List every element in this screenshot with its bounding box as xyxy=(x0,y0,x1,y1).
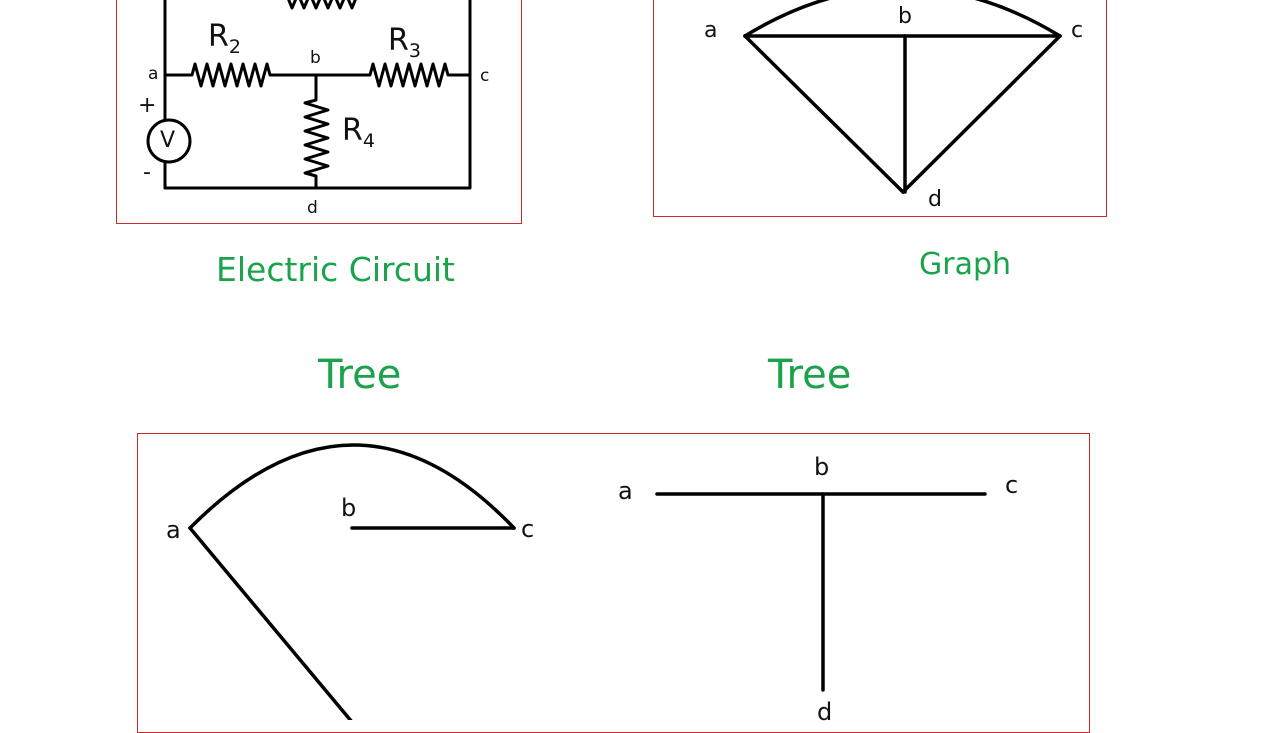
graph-edge-ad xyxy=(743,34,905,194)
resistor-r3-label: R3 xyxy=(388,23,421,62)
tree1-edge-arc-ac xyxy=(188,443,516,530)
resistor-r1-top xyxy=(287,0,357,10)
tree1-node-b-label: b xyxy=(341,494,357,522)
tree1-drawing xyxy=(188,443,516,720)
resistor-r2 xyxy=(163,62,318,88)
tree2-title: Tree xyxy=(768,352,852,398)
circuit-node-a-label: a xyxy=(148,64,159,84)
source-symbol: V xyxy=(160,128,176,153)
circuit-top-wire xyxy=(163,0,472,77)
tree2-node-a-label: a xyxy=(618,477,633,505)
graph-drawing xyxy=(743,0,1062,194)
graph-node-d-label: d xyxy=(928,187,942,212)
tree2-node-b-label: b xyxy=(814,453,830,481)
circuit-bottom-wire xyxy=(163,73,472,190)
circuit-node-d-label: d xyxy=(307,198,318,218)
circuit-node-b-label: b xyxy=(310,48,321,68)
circuit-caption: Electric Circuit xyxy=(216,250,455,289)
graph-node-c-label: c xyxy=(1071,18,1084,43)
graph-caption: Graph xyxy=(919,247,1012,282)
tree1-edge-ad xyxy=(188,526,353,720)
tree1-node-c-label: c xyxy=(521,515,535,543)
voltage-source xyxy=(146,118,192,164)
tree2-node-d-label: d xyxy=(817,698,833,726)
graph-frame xyxy=(653,0,1107,217)
graph-edge-arc-ac xyxy=(743,0,1062,38)
source-plus-sign: + xyxy=(138,93,157,118)
circuit-node-c-label: c xyxy=(480,66,490,86)
tree1-title: Tree xyxy=(318,352,402,398)
graph-node-a-label: a xyxy=(704,18,718,43)
resistor-r2-label: R2 xyxy=(208,19,241,58)
resistor-r4 xyxy=(303,73,330,190)
tree2-drawing xyxy=(655,492,987,692)
tree2-node-c-label: c xyxy=(1005,471,1019,499)
graph-node-b-label: b xyxy=(898,4,912,29)
graph-edge-cd xyxy=(901,34,1062,194)
circuit-drawing xyxy=(146,0,472,190)
tree1-node-a-label: a xyxy=(166,516,181,544)
resistor-r4-label: R4 xyxy=(342,113,375,152)
circuit-frame xyxy=(116,0,522,224)
source-minus-sign: - xyxy=(143,160,151,185)
resistor-r3 xyxy=(314,62,472,88)
